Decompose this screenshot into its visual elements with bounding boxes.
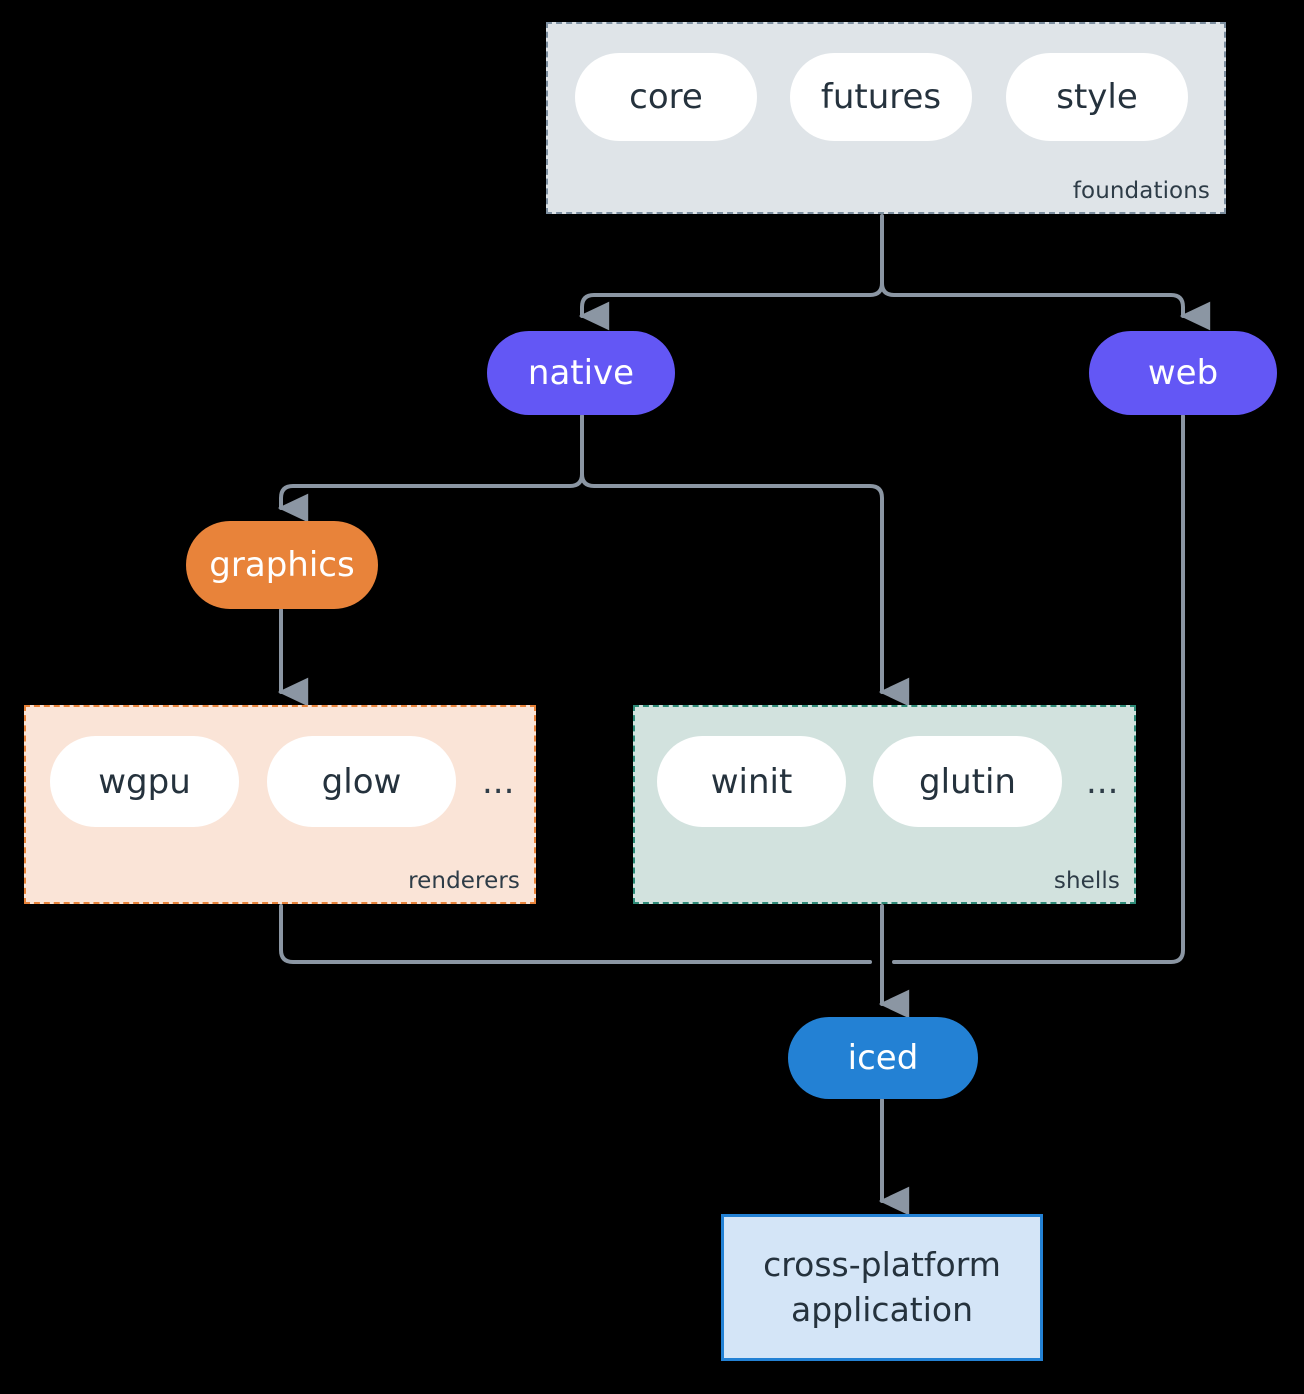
- node-glow[interactable]: glow: [267, 736, 456, 827]
- renderers-ellipsis: ...: [482, 762, 515, 802]
- node-cross-platform-application[interactable]: cross-platform application: [721, 1214, 1043, 1361]
- node-style[interactable]: style: [1006, 53, 1188, 141]
- cluster-shells-label: shells: [1053, 868, 1120, 894]
- node-iced[interactable]: iced: [788, 1017, 978, 1099]
- node-graphics-label: graphics: [209, 545, 355, 585]
- cluster-foundations-label: foundations: [1072, 178, 1210, 204]
- node-core-label: core: [629, 77, 703, 117]
- edge-foundations-to-web: [880, 281, 1211, 331]
- node-wgpu-label: wgpu: [98, 761, 191, 802]
- node-web[interactable]: web: [1089, 331, 1277, 415]
- node-wgpu[interactable]: wgpu: [50, 736, 239, 827]
- node-native[interactable]: native: [487, 331, 675, 415]
- node-futures[interactable]: futures: [790, 53, 972, 141]
- node-core[interactable]: core: [575, 53, 757, 141]
- node-winit-label: winit: [710, 761, 793, 802]
- node-glutin-label: glutin: [919, 761, 1016, 802]
- node-futures-label: futures: [820, 77, 942, 117]
- edge-renderers-to-iced: [279, 904, 872, 964]
- node-web-label: web: [1147, 353, 1219, 393]
- application-label-line2: application: [790, 1289, 974, 1329]
- shells-ellipsis: ...: [1086, 762, 1119, 802]
- edge-foundations-to-native: [578, 281, 884, 331]
- node-glow-label: glow: [321, 761, 402, 802]
- application-label-line1: cross-platform: [763, 1244, 1001, 1284]
- node-iced-label: iced: [847, 1038, 919, 1078]
- cluster-renderers-label: renderers: [408, 868, 520, 894]
- edge-native-to-graphics: [277, 472, 584, 523]
- node-winit[interactable]: winit: [657, 736, 846, 827]
- node-glutin[interactable]: glutin: [873, 736, 1062, 827]
- edge-native-to-shells: [580, 472, 910, 707]
- node-native-label: native: [527, 353, 635, 393]
- node-graphics[interactable]: graphics: [186, 521, 378, 609]
- node-style-label: style: [1056, 77, 1138, 117]
